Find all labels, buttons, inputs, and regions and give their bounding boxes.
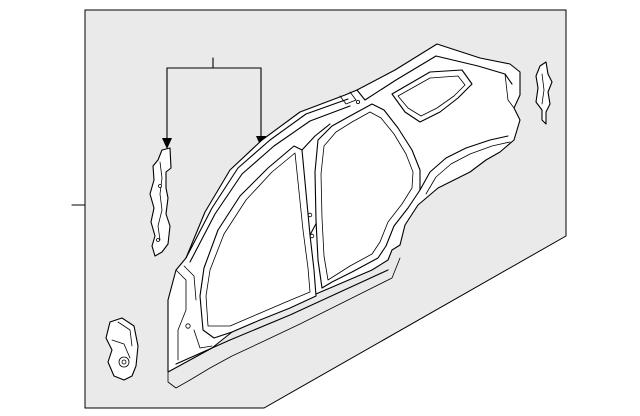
side-panel-assembly-icon	[167, 43, 521, 389]
arrow-head-left	[162, 138, 172, 149]
pillar-reinforcement-icon	[149, 147, 172, 257]
lower-bracket-icon	[105, 317, 139, 381]
rear-bracket-icon	[535, 61, 553, 125]
